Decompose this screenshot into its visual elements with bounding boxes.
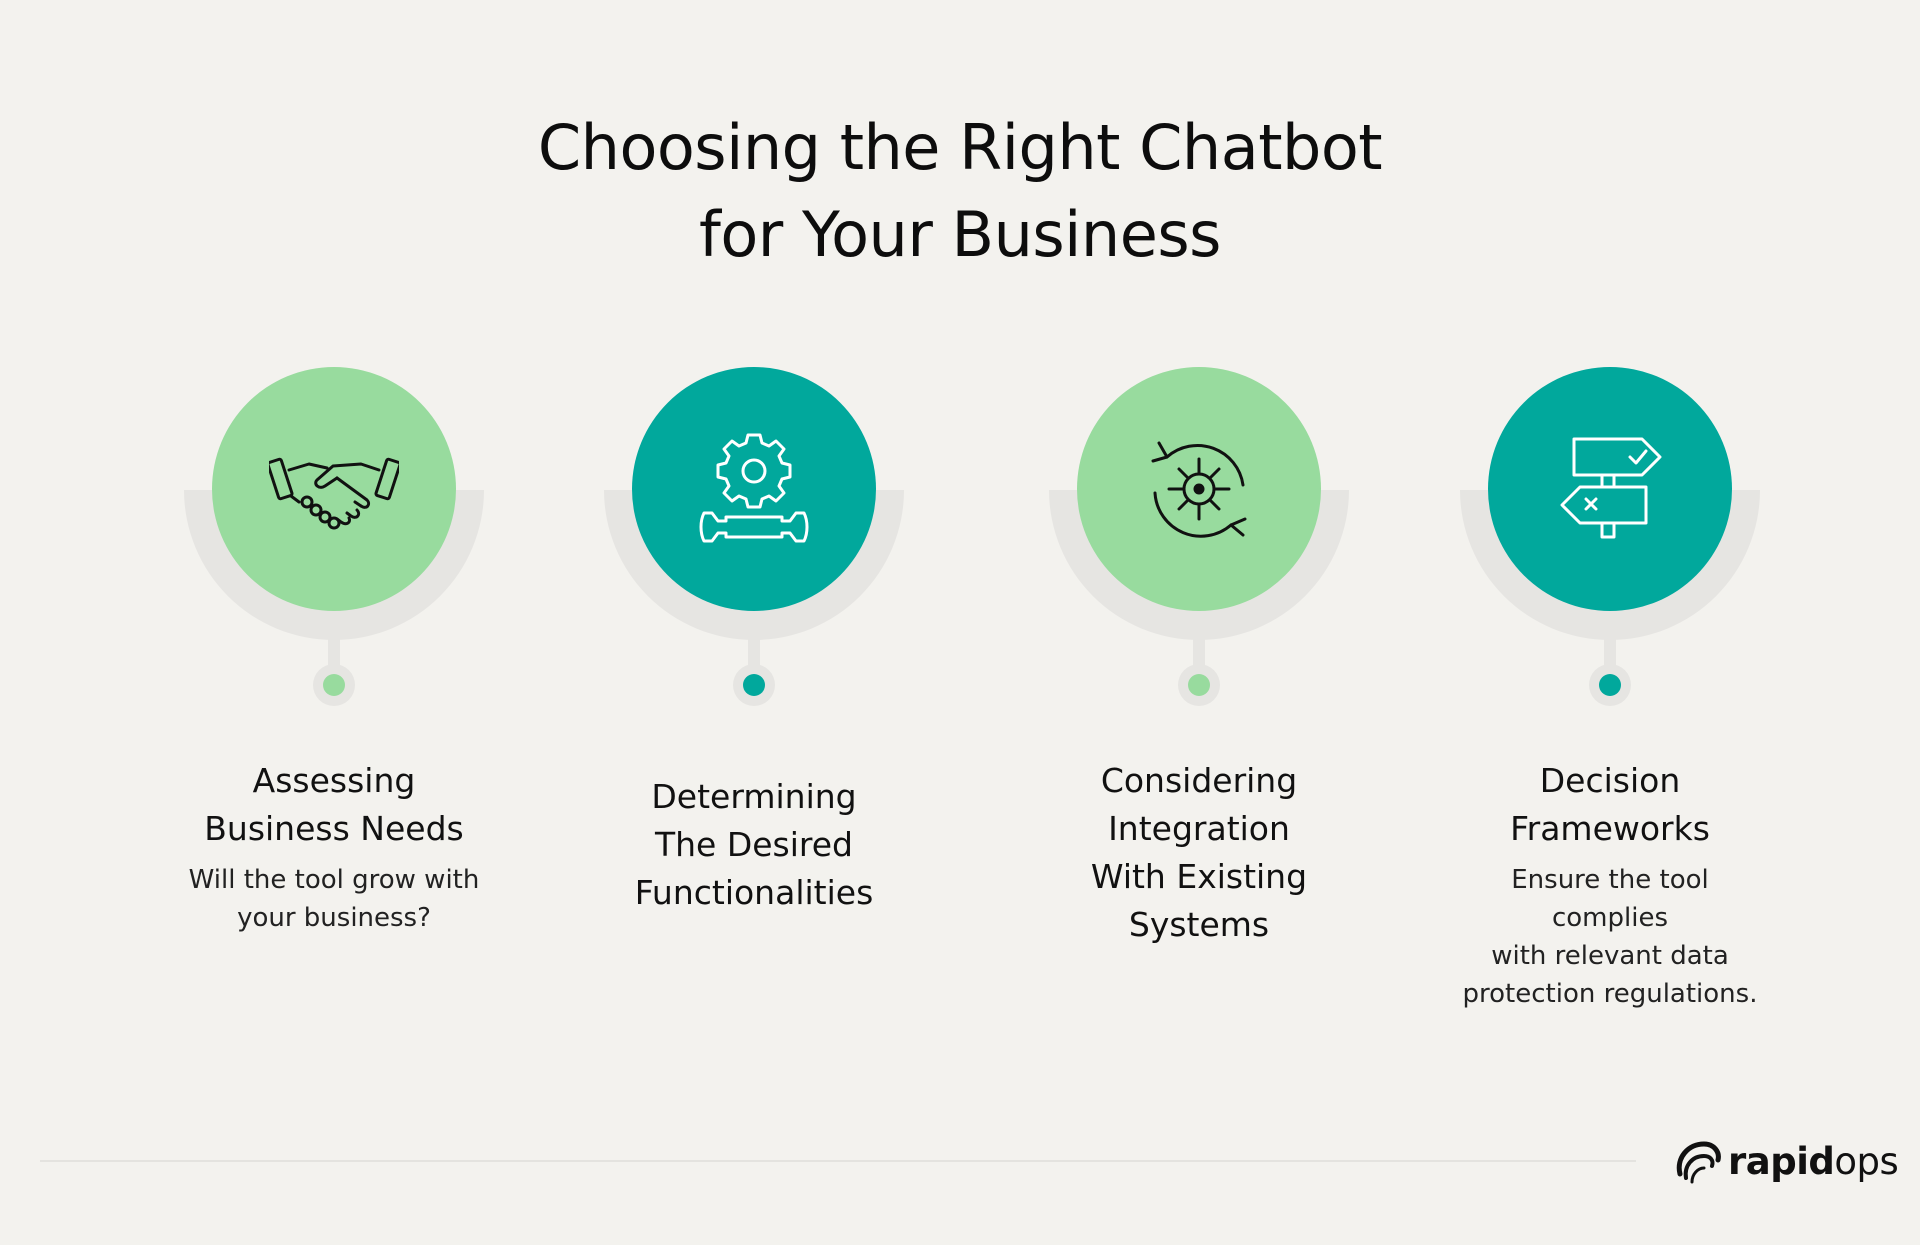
step-description-line: with relevant data [1491,941,1729,971]
step-icon-circle [1488,367,1732,611]
step-heading-line: Frameworks [1510,809,1710,848]
step-description-line: your business? [237,903,431,933]
connector-dot [313,664,355,706]
step-icon-circle [1077,367,1321,611]
step-heading-line: Business Needs [204,809,464,848]
step-icon-circle [632,367,876,611]
logo-word-light: ops [1834,1140,1899,1183]
rapidops-wordmark: rapidops [1728,1138,1899,1186]
sync-integration-icon [1151,441,1247,538]
step-description-line: protection regulations. [1462,979,1758,1009]
logo-word-bold: rapid [1728,1140,1835,1183]
signpost-icon [1560,437,1662,539]
page-title: Choosing the Right Chatbot for Your Busi… [0,104,1920,278]
connector-dot [1589,664,1631,706]
step-assessing-business-needs: Assessing Business Needs Will the tool g… [174,367,494,1007]
step-heading-line: With Existing [1090,857,1308,896]
step-heading: Decision Frameworks [1450,757,1770,853]
step-description: Ensure the tool complies with relevant d… [1450,861,1770,1013]
step-determining-functionalities: Determining The Desired Functionalities [594,367,914,1007]
step-heading-line: Assessing [252,761,416,800]
step-text: Assessing Business Needs Will the tool g… [174,757,494,937]
step-heading: Determining The Desired Functionalities [594,773,914,917]
step-heading: Assessing Business Needs [174,757,494,853]
page-title-line-2: for Your Business [699,198,1221,271]
step-text: Determining The Desired Functionalities [594,773,914,917]
step-description-line: Ensure the tool complies [1511,865,1709,933]
handshake-icon [269,457,399,530]
step-heading: Considering Integration With Existing Sy… [1039,757,1359,949]
rapidops-logo: rapidops [1674,1134,1899,1190]
step-heading-line: Determining [651,777,857,816]
step-heading-line: Decision [1539,761,1681,800]
step-description-line: Will the tool grow with [188,865,480,895]
step-text: Decision Frameworks Ensure the tool comp… [1450,757,1770,1013]
step-considering-integration: Considering Integration With Existing Sy… [1039,367,1359,1007]
rapidops-logo-mark-icon [1676,1141,1721,1184]
footer-divider [40,1160,1636,1162]
step-heading-line: Integration [1108,809,1290,848]
step-heading-line: Systems [1128,905,1270,944]
connector-dot [1178,664,1220,706]
step-heading-line: Considering [1100,761,1298,800]
page-title-line-1: Choosing the Right Chatbot [537,111,1383,184]
step-description: Will the tool grow with your business? [174,861,494,937]
connector-dot [733,664,775,706]
gear-wrench-icon [699,433,809,543]
step-icon-circle [212,367,456,611]
step-text: Considering Integration With Existing Sy… [1039,757,1359,949]
step-decision-frameworks: Decision Frameworks Ensure the tool comp… [1450,367,1770,1009]
step-heading-line: The Desired [654,825,854,864]
step-heading-line: Functionalities [634,873,874,912]
